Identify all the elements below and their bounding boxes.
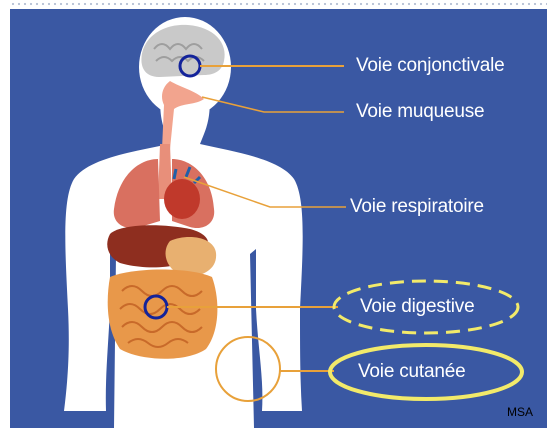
label-voie-conjonctivale: Voie conjonctivale [356,55,505,77]
slide: Voie conjonctivale Voie muqueuse Voie re… [10,9,547,428]
label-voie-cutanee: Voie cutanée [358,361,465,383]
label-voie-digestive: Voie digestive [360,296,474,318]
leader-muqueuse [202,97,344,112]
heart [164,179,200,219]
label-voie-muqueuse: Voie muqueuse [356,101,484,123]
top-dotted-border [10,0,547,8]
credit-label: MSA [507,405,533,419]
label-voie-respiratoire: Voie respiratoire [350,196,484,218]
